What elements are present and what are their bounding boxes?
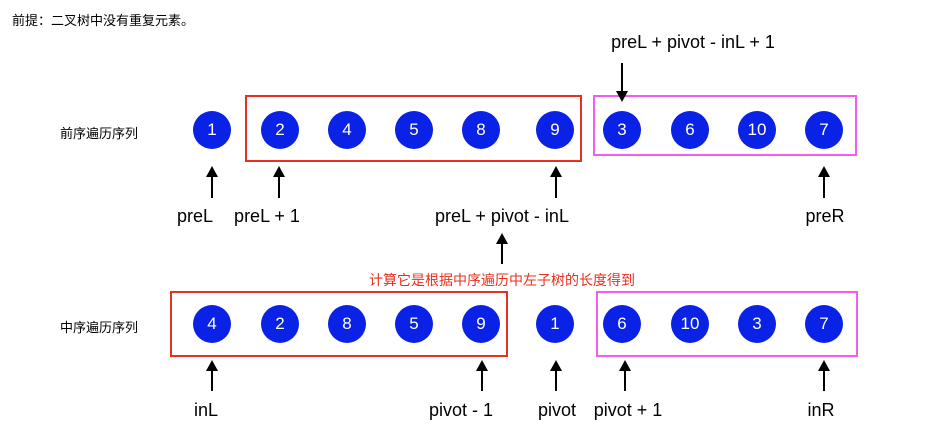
preorder-left-subtree-box	[245, 95, 582, 162]
inorder-left-subtree-box	[170, 291, 508, 357]
inL-label: inL	[193, 400, 219, 420]
preorder-node: 9	[536, 111, 574, 149]
inorder-node: 6	[603, 305, 641, 343]
right-subtree-start-label: preL + pivot - inL + 1	[611, 32, 775, 52]
inorder-node: 2	[261, 305, 299, 343]
inorder-node: 3	[738, 305, 776, 343]
preorder-node: 1	[193, 111, 231, 149]
preorder-row-label: 前序遍历序列	[60, 127, 139, 142]
inorder-node: 4	[193, 305, 231, 343]
preorder-node: 6	[671, 111, 709, 149]
preorder-node: 3	[603, 111, 641, 149]
inorder-row-label: 中序遍历序列	[60, 321, 139, 336]
pivot-label: pivot	[537, 400, 577, 420]
up-arrow-icon	[496, 233, 508, 264]
up-arrow-icon	[818, 166, 830, 198]
preorder-node: 4	[328, 111, 366, 149]
inorder-node: 7	[805, 305, 843, 343]
left-subtree-length-note: 计算它是根据中序遍历中左子树的长度得到	[369, 273, 635, 289]
up-arrow-icon	[206, 166, 218, 198]
pivot-plus-1-label: pivot + 1	[593, 400, 663, 420]
preorder-node: 5	[395, 111, 433, 149]
left-subtree-end-label: preL + pivot - inL	[435, 206, 569, 226]
preL-label: preL	[176, 206, 214, 226]
preorder-node: 10	[738, 111, 776, 149]
inorder-node: 9	[462, 305, 500, 343]
preL-plus-1-label: preL + 1	[234, 206, 300, 226]
preorder-node: 7	[805, 111, 843, 149]
up-arrow-icon	[206, 360, 218, 391]
up-arrow-icon	[550, 360, 562, 391]
inorder-node: 10	[671, 305, 709, 343]
inorder-node: 5	[395, 305, 433, 343]
preorder-right-subtree-box	[593, 95, 857, 156]
preR-label: preR	[805, 206, 845, 226]
premise-note: 前提：二叉树中没有重复元素。	[12, 14, 195, 29]
preorder-node: 2	[261, 111, 299, 149]
inorder-node: 8	[328, 305, 366, 343]
inorder-node: 1	[536, 305, 574, 343]
pivot-minus-1-label: pivot - 1	[428, 400, 494, 420]
inR-label: inR	[807, 400, 835, 420]
up-arrow-icon	[476, 360, 488, 391]
up-arrow-icon	[619, 360, 631, 391]
up-arrow-icon	[273, 166, 285, 198]
inorder-right-subtree-box	[596, 291, 858, 357]
down-arrow-icon	[616, 63, 628, 102]
up-arrow-icon	[550, 166, 562, 198]
preorder-node: 8	[462, 111, 500, 149]
up-arrow-icon	[818, 360, 830, 391]
